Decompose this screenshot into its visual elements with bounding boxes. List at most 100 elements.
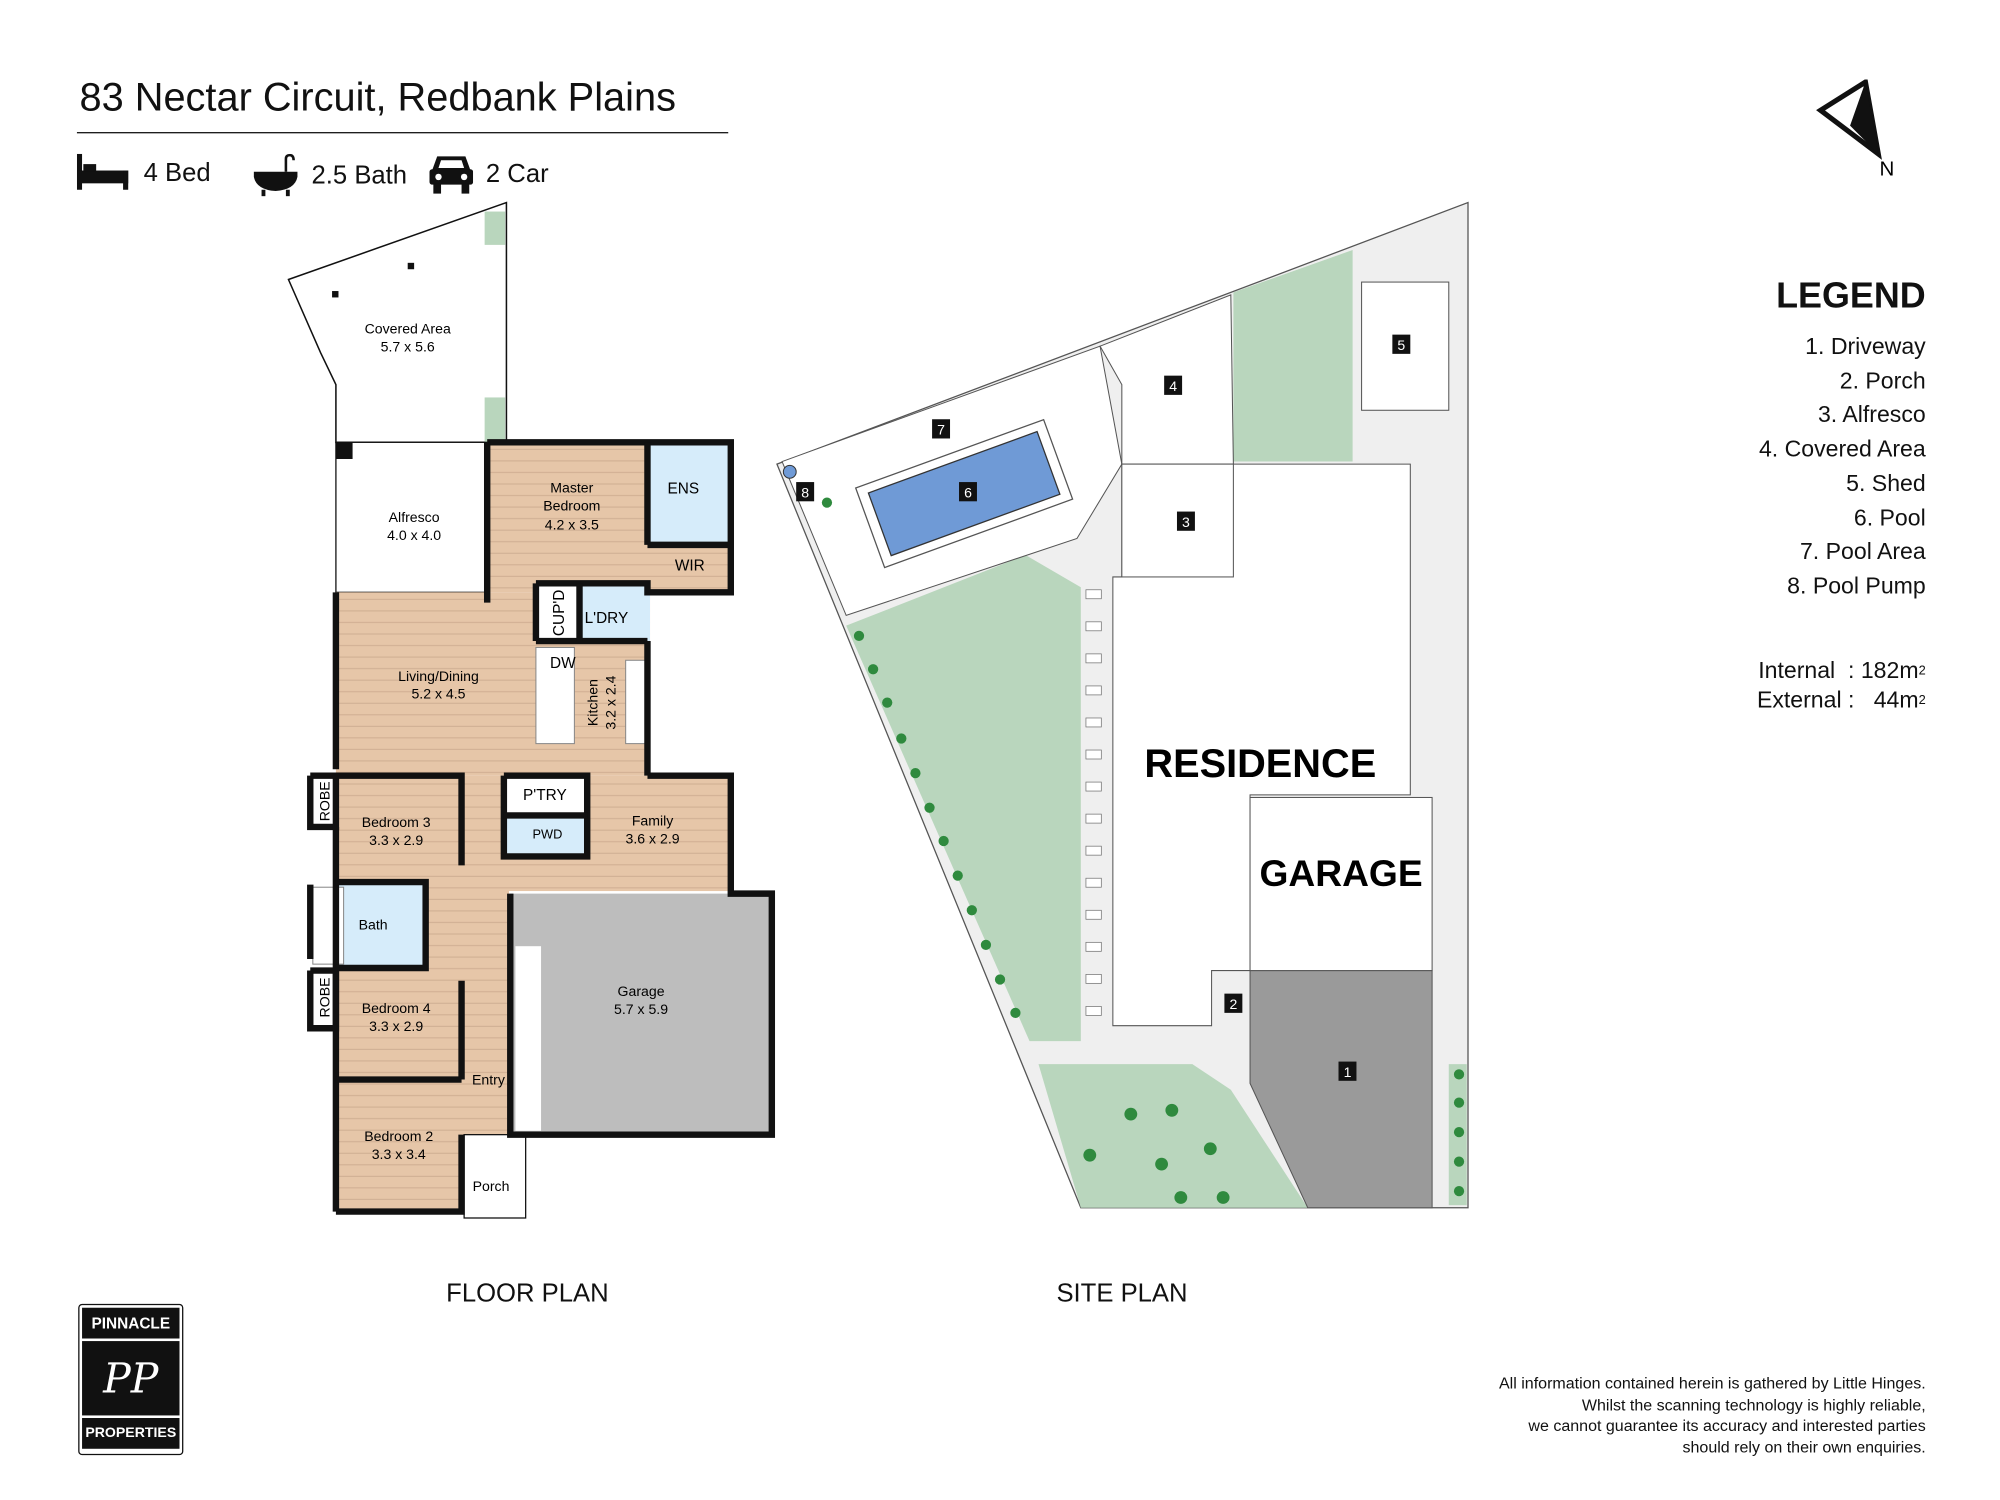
title-divider (76, 132, 729, 134)
feature-bath: 2.5 Bath (253, 153, 408, 198)
room-label: Entry (472, 1072, 506, 1088)
legend-item: 1. Driveway (1805, 333, 1926, 359)
stepping-stones (1085, 589, 1102, 1016)
marker-driveway: 1 (1344, 1064, 1352, 1080)
car-count: 2 Car (485, 159, 549, 188)
feature-bed: 4 Bed (76, 153, 211, 192)
walls (307, 439, 776, 1215)
laundry (579, 583, 651, 642)
room-label: Bedroom 4 (362, 1000, 431, 1016)
room-label: Covered Area (365, 320, 451, 336)
north-label: N (1879, 158, 1895, 181)
legend-item: 3. Alfresco (1817, 401, 1926, 428)
marker-porch: 2 (1229, 996, 1237, 1012)
site-plan: RESIDENCE GARAGE 1 2 3 4 5 6 7 8 (776, 201, 1469, 1209)
external-label: External : (1756, 687, 1855, 713)
marker-shed: 5 (1397, 337, 1405, 353)
room-size: 3.3 x 2.9 (369, 1018, 423, 1034)
room-size: 3.3 x 2.9 (369, 832, 423, 848)
bathtub-icon (253, 153, 298, 197)
legend-item: 8. Pool Pump (1787, 572, 1926, 599)
room-label: ENS (668, 481, 700, 498)
pool-pump (782, 464, 797, 479)
bath-count: 2.5 Bath (311, 160, 408, 190)
room-label: Family (632, 813, 674, 829)
cupboard (535, 583, 580, 642)
disclaimer: All information contained herein is gath… (1499, 1373, 1926, 1458)
garden-strip (484, 211, 506, 245)
room-label: Bath (359, 917, 388, 933)
disclaimer-line: we cannot guarantee its accuracy and int… (1528, 1416, 1926, 1435)
powder-room (503, 817, 588, 854)
room-label: Bedroom (543, 497, 600, 513)
garden-strip (484, 397, 506, 443)
room-size: 5.7 x 5.6 (381, 338, 435, 354)
room-label: Garage (618, 983, 665, 999)
room-label: CUP'D (551, 590, 568, 637)
side-lawn (846, 555, 1081, 1042)
unit-sup: 2 (1918, 693, 1926, 708)
shrubs (821, 497, 1465, 1204)
room-size: 4.2 x 3.5 (545, 517, 599, 533)
room-size: 3.2 x 2.4 (602, 675, 618, 729)
legend-item: 2. Porch (1839, 367, 1926, 394)
bed-icon (76, 153, 129, 190)
room-label: WIR (675, 558, 705, 575)
legend-item: 7. Pool Area (1799, 538, 1926, 565)
garage-label: GARAGE (1259, 852, 1422, 894)
room-label: L'DRY (585, 610, 629, 627)
legend: LEGEND 1. Driveway 2. Porch 3. Alfresco … (1759, 276, 1926, 604)
marker-covered-area: 4 (1169, 378, 1177, 394)
residence-label: RESIDENCE (1144, 742, 1376, 786)
bed-count: 4 Bed (143, 158, 211, 187)
room-label: DW (550, 655, 576, 672)
room-size: 5.7 x 5.9 (614, 1001, 668, 1017)
porch (463, 1134, 527, 1219)
marker-pool: 6 (964, 484, 972, 500)
room-label: ROBE (316, 977, 332, 1017)
room-label: ROBE (316, 781, 332, 821)
compass-icon (1816, 77, 1882, 160)
pinnacle-logo: PINNACLE PP PROPERTIES (78, 1303, 184, 1456)
property-title: 83 Nectar Circuit, Redbank Plains (79, 74, 676, 120)
floor-plan-caption: FLOOR PLAN (446, 1279, 609, 1308)
room-size: 3.3 x 3.4 (372, 1146, 426, 1162)
internal-value: : 182m (1848, 657, 1919, 684)
marker-alfresco: 3 (1182, 514, 1190, 530)
kitchen-island (535, 646, 575, 745)
disclaimer-line: All information contained herein is gath… (1498, 1374, 1926, 1393)
alfresco (335, 441, 488, 593)
ensuite (647, 442, 731, 545)
room-label: Alfresco (389, 509, 440, 525)
logo-top-text: PINNACLE (82, 1307, 180, 1339)
column (335, 442, 353, 459)
legend-item: 6. Pool (1853, 504, 1926, 531)
garage-site (1249, 796, 1433, 972)
room-label: Porch (473, 1178, 510, 1194)
room-label: Bedroom 3 (362, 814, 431, 830)
room-label: P'TRY (523, 787, 567, 804)
logo-monogram: PP (82, 1341, 180, 1416)
room-size: 5.2 x 4.5 (411, 686, 465, 702)
room-label: PWD (533, 826, 563, 841)
marker-pool-pump: 8 (801, 484, 809, 500)
legend-item: 5. Shed (1846, 470, 1926, 496)
unit-sup: 2 (1918, 664, 1926, 679)
floor-plan: Covered Area 5.7 x 5.6 Alfresco 4.0 x 4.… (287, 201, 776, 1219)
room-label: Living/Dining (398, 668, 479, 684)
bathroom (335, 884, 426, 966)
post (332, 291, 339, 298)
north-arrow: N (1814, 77, 1894, 193)
room-size: 4.0 x 4.0 (387, 527, 441, 543)
site-plan-caption: SITE PLAN (1056, 1279, 1188, 1308)
room-size: 3.6 x 2.9 (626, 831, 680, 847)
residence (1112, 463, 1411, 1027)
external-value: 44m (1873, 687, 1919, 713)
disclaimer-line: should rely on their own enquiries. (1682, 1437, 1926, 1456)
room-label: Bedroom 2 (364, 1128, 433, 1144)
car-icon (429, 156, 474, 194)
disclaimer-line: Whilst the scanning technology is highly… (1581, 1395, 1926, 1414)
room-label: Kitchen (584, 679, 600, 726)
logo-bottom-text: PROPERTIES (82, 1418, 180, 1449)
